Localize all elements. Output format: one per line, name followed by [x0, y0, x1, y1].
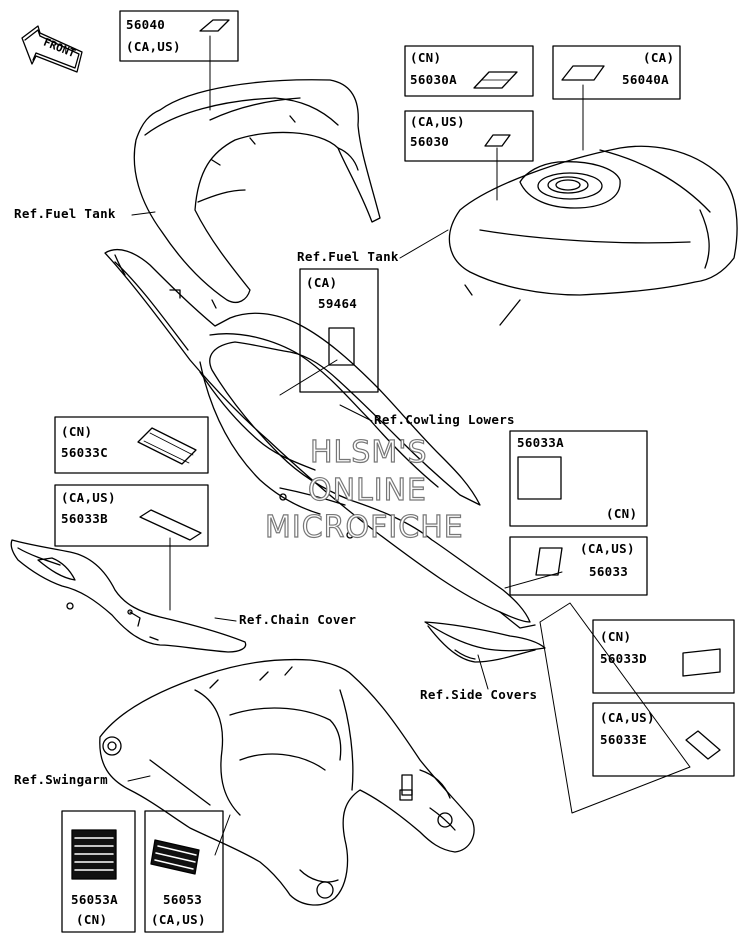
sticker-56030: [484, 134, 511, 147]
label-56033C-region: (CN): [61, 424, 93, 439]
label-56030A-region: (CN): [410, 50, 442, 65]
box-56033B: [54, 484, 209, 547]
sticker-56033E: [685, 730, 721, 760]
label-56040A-region: (CA): [643, 50, 675, 65]
seat-cowl-part: [133, 79, 381, 304]
box-56040A: [552, 45, 681, 100]
label-56053-region: (CA,US): [151, 912, 206, 927]
side-cover-part: [424, 621, 546, 663]
front-label: FRONT: [42, 36, 78, 61]
box-59464: [299, 268, 379, 393]
label-59464-region: (CA): [306, 275, 338, 290]
watermark-line-2: ONLINE: [307, 473, 428, 508]
fuel-tank-part: [448, 145, 738, 326]
box-56033C: [54, 416, 209, 474]
label-56033C-num: 56033C: [61, 445, 108, 460]
box-56033: [509, 536, 648, 596]
label-56030A-num: 56030A: [410, 72, 457, 87]
cowling-lower-part: [104, 249, 536, 629]
box-56053A: [61, 810, 136, 933]
sticker-56033: [535, 547, 563, 576]
label-56033E-num: 56033E: [600, 732, 647, 747]
sticker-59464: [328, 327, 355, 366]
leader-lines: [127, 35, 691, 856]
sticker-56033B: [139, 509, 202, 541]
label-56033-region: (CA,US): [580, 541, 635, 556]
sticker-56033A: [517, 456, 562, 500]
box-56033E: [592, 702, 735, 777]
label-56033B-region: (CA,US): [61, 490, 116, 505]
sticker-56040: [199, 19, 230, 32]
label-56053A-region: (CN): [76, 912, 108, 927]
label-56040A-num: 56040A: [622, 72, 669, 87]
ref-fuel-tank-right: Ref.Fuel Tank: [297, 249, 399, 264]
label-56033A-num: 56033A: [517, 435, 564, 450]
label-56033D-num: 56033D: [600, 651, 647, 666]
swingarm-part: [99, 658, 475, 906]
label-56040-num: 56040: [126, 17, 166, 32]
ref-swingarm: Ref.Swingarm: [14, 772, 108, 787]
label-59464-num: 59464: [318, 296, 358, 311]
box-56033A: [509, 430, 648, 527]
ref-cowling-lowers: Ref.Cowling Lowers: [374, 412, 515, 427]
sticker-56033C: [137, 427, 197, 465]
ref-side-covers: Ref.Side Covers: [420, 687, 538, 702]
front-arrow-icon: FRONT: [21, 25, 83, 73]
label-56033-num: 56033: [589, 564, 629, 579]
chain-cover-part: [10, 539, 247, 653]
label-56030-num: 56030: [410, 134, 450, 149]
sticker-56030A: [473, 71, 518, 89]
label-56033E-region: (CA,US): [600, 710, 655, 725]
sticker-56033D: [682, 648, 721, 677]
label-56033B-num: 56033B: [61, 511, 108, 526]
watermark-line-1: HLSM'S: [309, 435, 428, 470]
box-56030A: [404, 45, 534, 97]
label-56030-region: (CA,US): [410, 114, 465, 129]
ref-chain-cover: Ref.Chain Cover: [239, 612, 357, 627]
ref-fuel-tank-left: Ref.Fuel Tank: [14, 206, 116, 221]
sticker-56040A: [561, 65, 605, 81]
label-56033D-region: (CN): [600, 629, 632, 644]
label-56040-region: (CA,US): [126, 39, 181, 54]
box-56030: [404, 110, 534, 162]
box-56053: [144, 810, 224, 933]
label-56033A-region: (CN): [606, 506, 638, 521]
box-56033D: [592, 619, 735, 694]
label-56053A-num: 56053A: [71, 892, 118, 907]
sticker-56053: [150, 839, 200, 875]
label-56053-num: 56053: [163, 892, 203, 907]
watermark-line-3: MICROFICHE: [264, 510, 464, 545]
sticker-56053A: [71, 829, 117, 880]
box-56040: [119, 10, 239, 62]
